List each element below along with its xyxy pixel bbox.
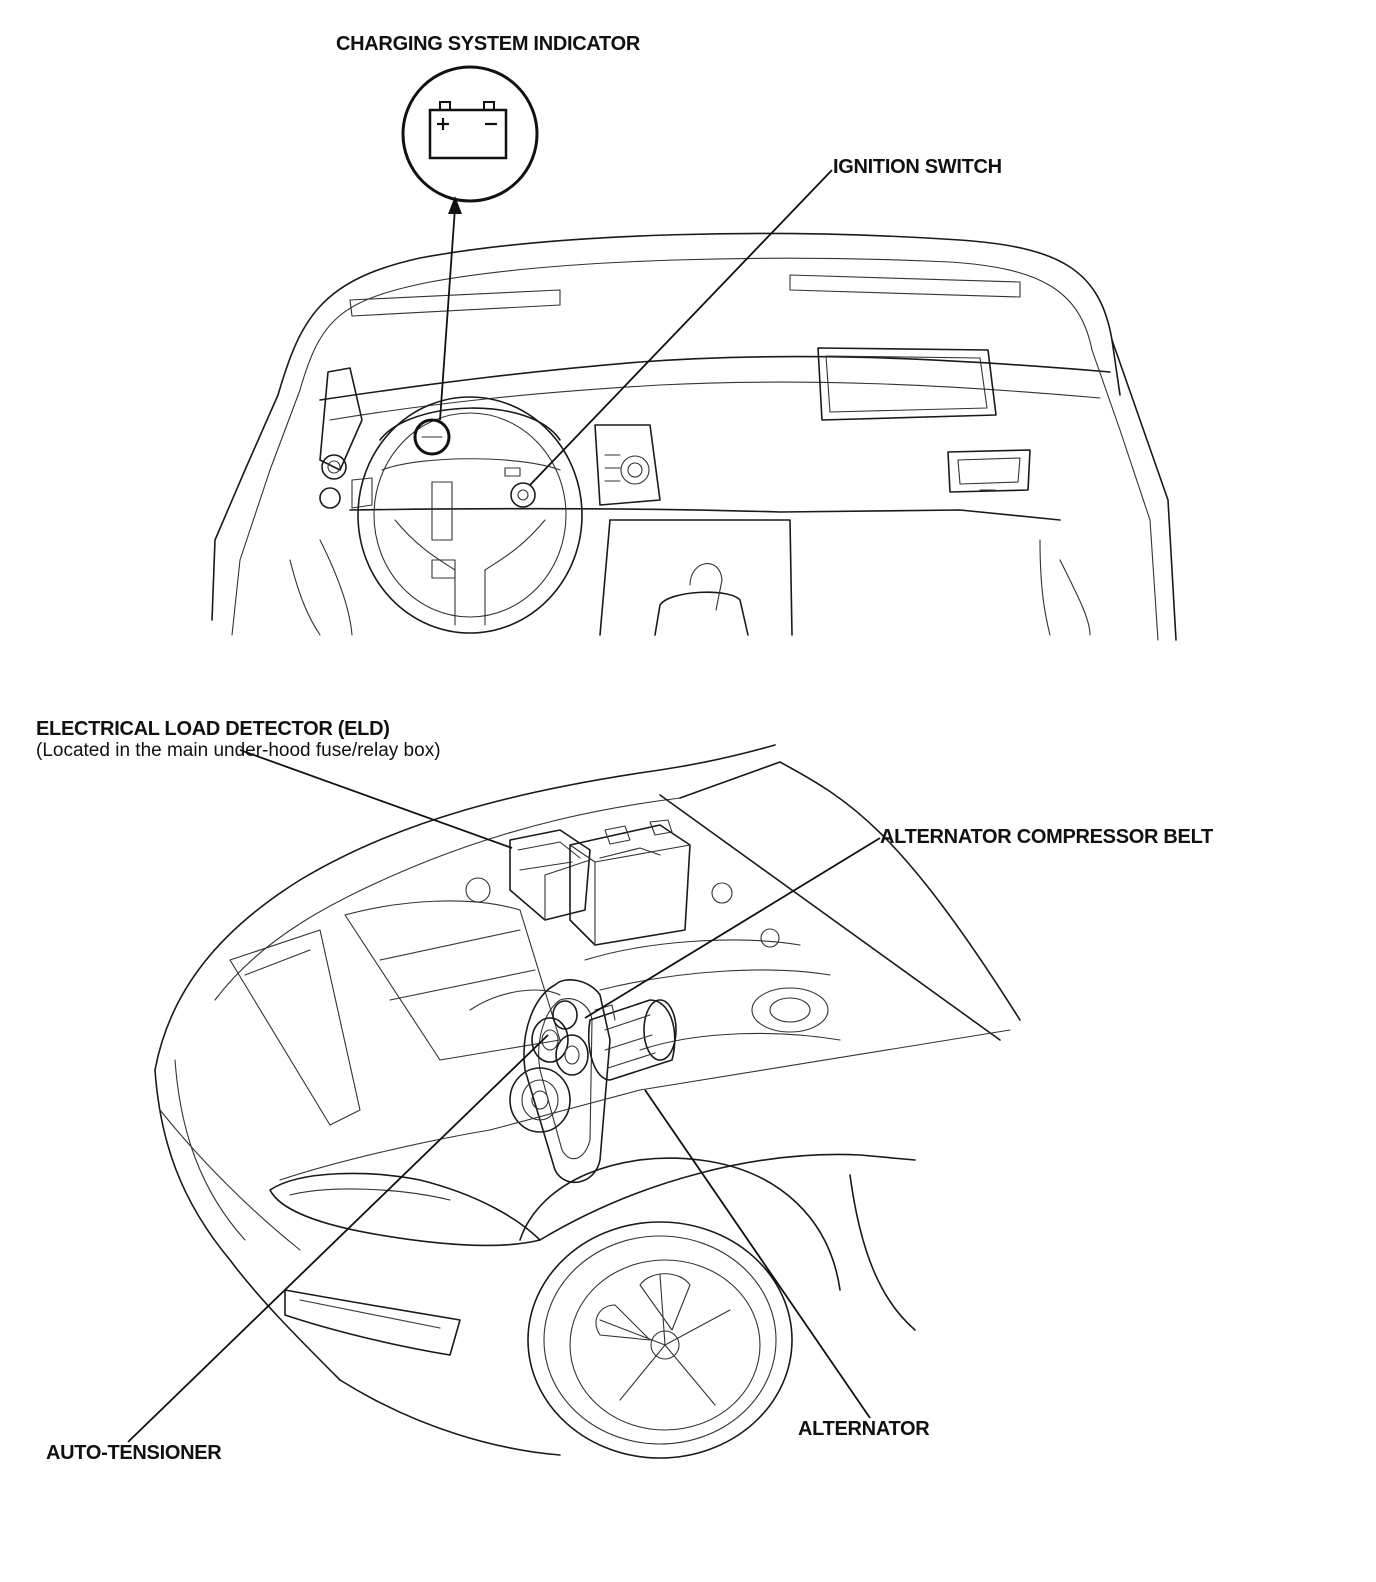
charging-indicator-label: CHARGING SYSTEM INDICATOR (336, 33, 640, 55)
belt-leader-line (584, 837, 881, 1019)
dashboard-illustration (211, 232, 1177, 641)
indicator-arrowhead (448, 196, 462, 214)
alternator-body (587, 999, 677, 1081)
alternator-label: ALTERNATOR (798, 1418, 930, 1440)
alternator-leader-line (644, 1089, 871, 1419)
charging-indicator-callout (401, 65, 539, 203)
auto-tensioner-label: AUTO-TENSIONER (46, 1442, 222, 1464)
ignition-leader-line (529, 169, 833, 486)
battery-icon (428, 101, 508, 160)
ignition-switch-label: IGNITION SWITCH (833, 156, 1002, 178)
alternator-belt-assembly (509, 979, 611, 1184)
indicator-leader-line (439, 207, 456, 421)
belt-label: ALTERNATOR COMPRESSOR BELT (880, 826, 1213, 848)
eld-location-note: (Located in the main under-hood fuse/rel… (36, 740, 441, 761)
eld-leader-line (239, 749, 513, 849)
engine-bay-illustration (154, 744, 1021, 1459)
eld-label: ELECTRICAL LOAD DETECTOR (ELD) (36, 718, 390, 740)
tensioner-leader-line (127, 1034, 549, 1443)
